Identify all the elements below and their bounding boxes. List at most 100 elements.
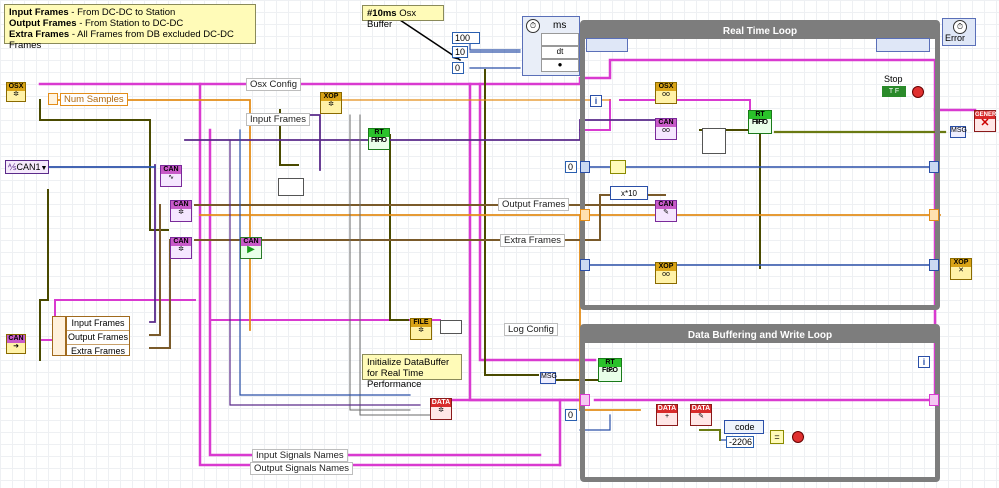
xop-close-node[interactable]: XOP✕	[950, 258, 972, 280]
real-time-loop-selector-right[interactable]	[876, 38, 930, 52]
shift-register-right-2	[929, 209, 939, 221]
wire-pink-vertical	[198, 82, 562, 467]
timing-row-1	[541, 33, 579, 46]
num-samples-terminal[interactable]	[48, 93, 58, 105]
file-node[interactable]: FILE✲	[410, 318, 432, 340]
real-time-loop-selector[interactable]	[586, 38, 628, 52]
shift-register-db-right	[929, 394, 939, 406]
write-icon: ✎	[698, 413, 704, 420]
frames-cluster: Input Frames Output Frames Extra Frames	[66, 316, 130, 356]
build-array-node-2[interactable]	[440, 320, 462, 334]
multiply-node[interactable]: x*10	[610, 186, 648, 200]
error-label: Error	[945, 33, 965, 43]
stop-condition-db-icon[interactable]	[792, 431, 804, 443]
osx-buffer-text: Osx Buffer	[367, 8, 417, 30]
data-node-db-1-header: DATA	[657, 405, 677, 413]
can-node-mid-1[interactable]: CAN∿	[160, 165, 182, 187]
wire-yellow-5	[39, 189, 49, 361]
msg-node-db[interactable]: MSG	[540, 372, 557, 384]
loop-counter-init-rt[interactable]: 0	[565, 161, 577, 173]
data-node-init[interactable]: DATA✲	[430, 398, 452, 420]
timing-row-3: ●	[541, 59, 579, 72]
msg-node-right[interactable]: MSG	[950, 126, 967, 138]
can-start-node[interactable]: CAN▶	[240, 237, 262, 259]
code-constant[interactable]: -2206	[726, 436, 754, 448]
can-node-mid-3[interactable]: CAN✲	[170, 237, 192, 259]
shift-register-right-1	[929, 161, 939, 173]
shift-register-left-2	[580, 209, 590, 221]
timing-constant-100[interactable]: 100	[452, 32, 480, 44]
legend-input-frames-text: - From DC-DC to Station	[68, 7, 176, 18]
stop-condition-icon[interactable]	[912, 86, 924, 98]
wire-label-log-config: Log Config	[504, 323, 558, 336]
data-node-init-header: DATA	[431, 399, 451, 407]
osx-node-left[interactable]: OSX✲	[6, 82, 26, 102]
can-start-node-header: CAN	[241, 238, 261, 246]
clock-icon-right: ⏱	[953, 20, 967, 34]
increment-node[interactable]	[610, 160, 626, 174]
wire-yellow-1	[39, 99, 171, 231]
wire-label-osx-config: Osx Config	[246, 78, 301, 91]
legend-output-frames-title: Output Frames	[9, 18, 77, 29]
build-array-node-1[interactable]	[278, 178, 304, 196]
fifo-icon: RT	[755, 119, 765, 126]
can-node-left-bottom[interactable]: CAN➜	[6, 334, 26, 354]
glasses-icon: oo	[662, 127, 670, 134]
can-write-node-rt-header: CAN	[656, 201, 676, 209]
real-time-loop[interactable]: Real Time Loop	[580, 20, 940, 310]
stop-label: Stop	[884, 74, 903, 84]
rt-fifo-node-db-header: RT FIFO	[599, 359, 621, 374]
loop-counter-init-db[interactable]: 0	[565, 409, 577, 421]
file-node-header: FILE	[411, 319, 431, 327]
wire-gray-1	[349, 114, 411, 411]
chevron-down-icon: ▼	[40, 165, 48, 172]
channel-icon: ⅍	[8, 162, 17, 172]
build-array-node-3[interactable]	[702, 128, 726, 154]
wire-label-output-frames: Output Frames	[498, 198, 570, 211]
real-time-loop-title: Real Time Loop	[585, 25, 935, 39]
data-node-db-1[interactable]: DATA+	[656, 404, 678, 426]
shift-register-left-1	[580, 161, 590, 173]
timing-constant-0[interactable]: 0	[452, 62, 464, 74]
wire-olive-2	[699, 429, 721, 441]
can-channel-control[interactable]: ⅍CAN1▼	[5, 160, 49, 174]
osx-node-left-header: OSX	[7, 83, 25, 91]
iteration-terminal-rt: i	[590, 95, 602, 107]
generate-error-header: GENER	[975, 111, 997, 119]
wire-blue-7	[579, 414, 611, 431]
data-node-db-2[interactable]: DATA✎	[690, 404, 712, 426]
gear-icon: ✲	[178, 246, 184, 253]
xop-node-1[interactable]: XOP✲	[320, 92, 342, 114]
cluster-unbundle-node[interactable]	[52, 316, 66, 356]
xop-node-1-header: XOP	[321, 93, 341, 101]
generate-error-node[interactable]: GENER✕	[974, 110, 996, 132]
cluster-input-frames: Input Frames	[67, 317, 129, 331]
error-terminal[interactable]: ⏱ Error	[942, 18, 976, 46]
can-node-mid-2[interactable]: CAN✲	[170, 200, 192, 222]
xop-close-node-header: XOP	[951, 259, 971, 267]
timed-loop-config[interactable]: ⏱ ms dt ●	[522, 16, 580, 76]
gear-icon: ✲	[328, 101, 334, 108]
equal-node[interactable]: =	[770, 430, 784, 444]
can-write-node-rt[interactable]: CAN✎	[655, 200, 677, 222]
timing-dt: dt	[541, 46, 579, 59]
gear-icon: ✲	[438, 407, 444, 414]
gear-icon: ✲	[178, 209, 184, 216]
stop-button-terminal[interactable]: T F	[882, 86, 906, 97]
arrow-icon: ➜	[13, 343, 19, 350]
wire-label-extra-frames: Extra Frames	[500, 234, 566, 247]
wire-label-output-signals-names: Output Signals Names	[250, 462, 354, 475]
data-buffer-loop[interactable]: Data Buffering and Write Loop	[580, 324, 940, 482]
osx-buffer-bold: #10ms	[367, 8, 397, 19]
wire-yellow-2	[279, 109, 301, 166]
code-unbundle[interactable]: code	[724, 420, 764, 434]
wire-label-input-signals-names: Input Signals Names	[252, 449, 348, 462]
legend-extra-frames-title: Extra Frames	[9, 29, 70, 40]
timing-constant-10[interactable]: 10	[452, 46, 468, 58]
